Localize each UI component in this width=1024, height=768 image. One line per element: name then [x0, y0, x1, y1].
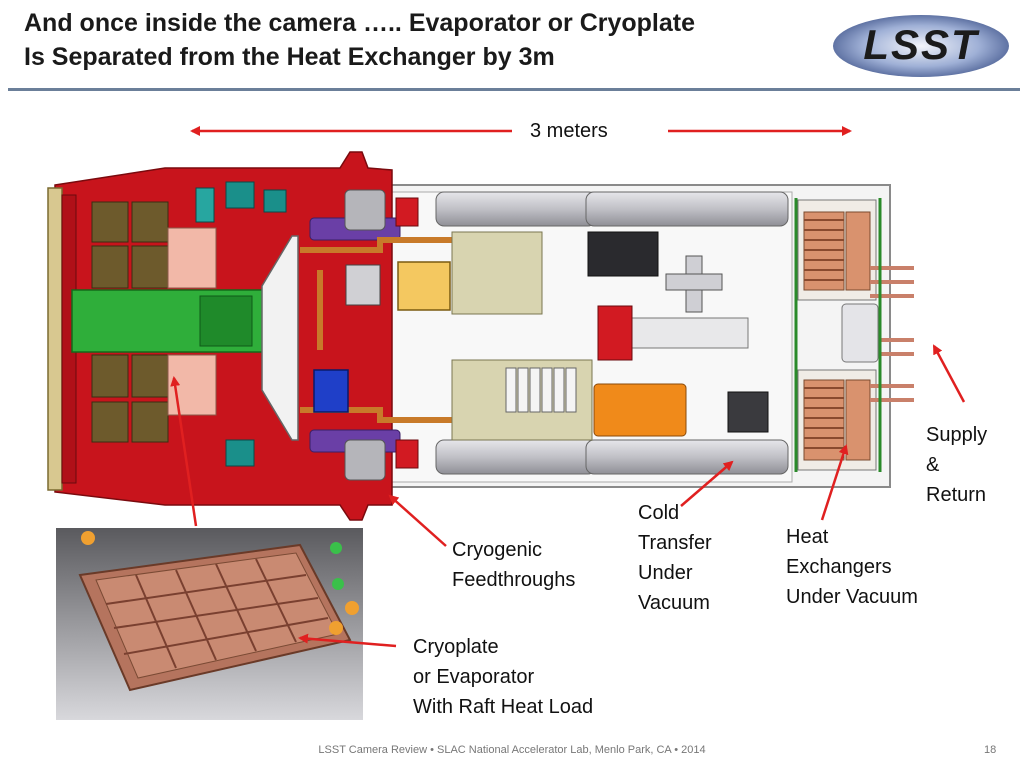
valve-block — [397, 261, 451, 311]
label-supply-return: Supply & Return — [926, 420, 987, 510]
logo-text: LSST — [863, 21, 980, 68]
teal-components — [195, 181, 287, 467]
label-heat-exchangers: Heat Exchangers Under Vacuum — [786, 522, 918, 612]
label-cold-transfer-line-3: Under — [638, 562, 693, 584]
flex-bellows — [309, 189, 401, 481]
label-cold-transfer-line-1: Cold — [638, 502, 680, 524]
slide-footer: LSST Camera Review • SLAC National Accel… — [318, 744, 706, 756]
title-rule — [8, 88, 1020, 91]
slide-title: And once inside the camera ….. Evaporato… — [24, 6, 814, 74]
raft-modules — [91, 201, 169, 443]
green-cold-plate — [199, 295, 253, 347]
pipe-flanges — [395, 197, 633, 469]
camera-cutaway — [47, 151, 914, 521]
cryoplate-grid — [105, 558, 329, 669]
arrow-cryoplate-inset — [298, 633, 397, 648]
heat-exchanger-upper — [797, 199, 877, 301]
slide-page-number: 18 — [984, 744, 997, 756]
transfer-pipes — [435, 191, 789, 475]
label-supply-return-line-3: Return — [926, 484, 987, 506]
slide-title-line-1: And once inside the camera ….. Evaporato… — [24, 9, 696, 37]
label-heat-exchangers-line-2: Exchangers — [786, 556, 892, 578]
dark-equipment-box — [587, 231, 659, 277]
blue-motor — [313, 369, 349, 413]
label-cold-transfer-line-4: Vacuum — [638, 592, 710, 614]
label-heat-exchangers-line-3: Under Vacuum — [786, 586, 918, 608]
dark-pump — [727, 391, 769, 433]
arrow-cryoplate-upper — [170, 376, 198, 527]
label-cryogenic-feedthroughs: Cryogenic Feedthroughs — [452, 535, 575, 595]
manifold-block — [841, 303, 879, 363]
orange-tank — [593, 383, 687, 437]
cross-fitting — [665, 255, 723, 313]
supply-return-pipes — [870, 266, 914, 402]
arrow-cold-transfer — [680, 460, 734, 507]
callout-arrows — [170, 344, 966, 648]
arrow-cryogenic-feedthroughs — [388, 494, 447, 547]
arrow-heat-exchangers — [820, 444, 849, 521]
label-supply-return-line-1: Supply — [926, 424, 988, 446]
battery-modules — [505, 367, 577, 413]
label-supply-return-line-2: & — [926, 454, 940, 476]
label-cryogenic-feedthroughs-line-1: Cryogenic — [452, 539, 543, 561]
label-cold-transfer-line-2: Transfer — [638, 532, 712, 554]
pump-housing — [345, 264, 381, 306]
label-cryoplate: Cryoplate or Evaporator With Raft Heat L… — [413, 632, 593, 722]
cone-separator — [261, 235, 299, 441]
dimension-label: 3 meters — [530, 120, 608, 142]
heat-exchanger-lower — [797, 369, 877, 471]
slide-title-line-2: Is Separated from the Heat Exchanger by … — [24, 43, 555, 71]
front-lens-ring — [47, 187, 63, 491]
lsst-logo: LSST — [833, 15, 1009, 77]
label-cryoplate-line-3: With Raft Heat Load — [413, 696, 594, 718]
label-cold-transfer: Cold Transfer Under Vacuum — [638, 498, 712, 618]
cryoplate-render — [56, 528, 363, 720]
label-cryogenic-feedthroughs-line-2: Feedthroughs — [452, 569, 576, 591]
label-heat-exchangers-line-1: Heat — [786, 526, 829, 548]
render-fittings — [81, 531, 359, 635]
arrow-supply-return — [932, 344, 966, 403]
label-cryoplate-line-1: Cryoplate — [413, 636, 499, 658]
tan-panel-upper — [451, 231, 543, 315]
logo-galaxy-shape — [833, 15, 1009, 77]
label-cryoplate-line-2: or Evaporator — [413, 666, 535, 688]
